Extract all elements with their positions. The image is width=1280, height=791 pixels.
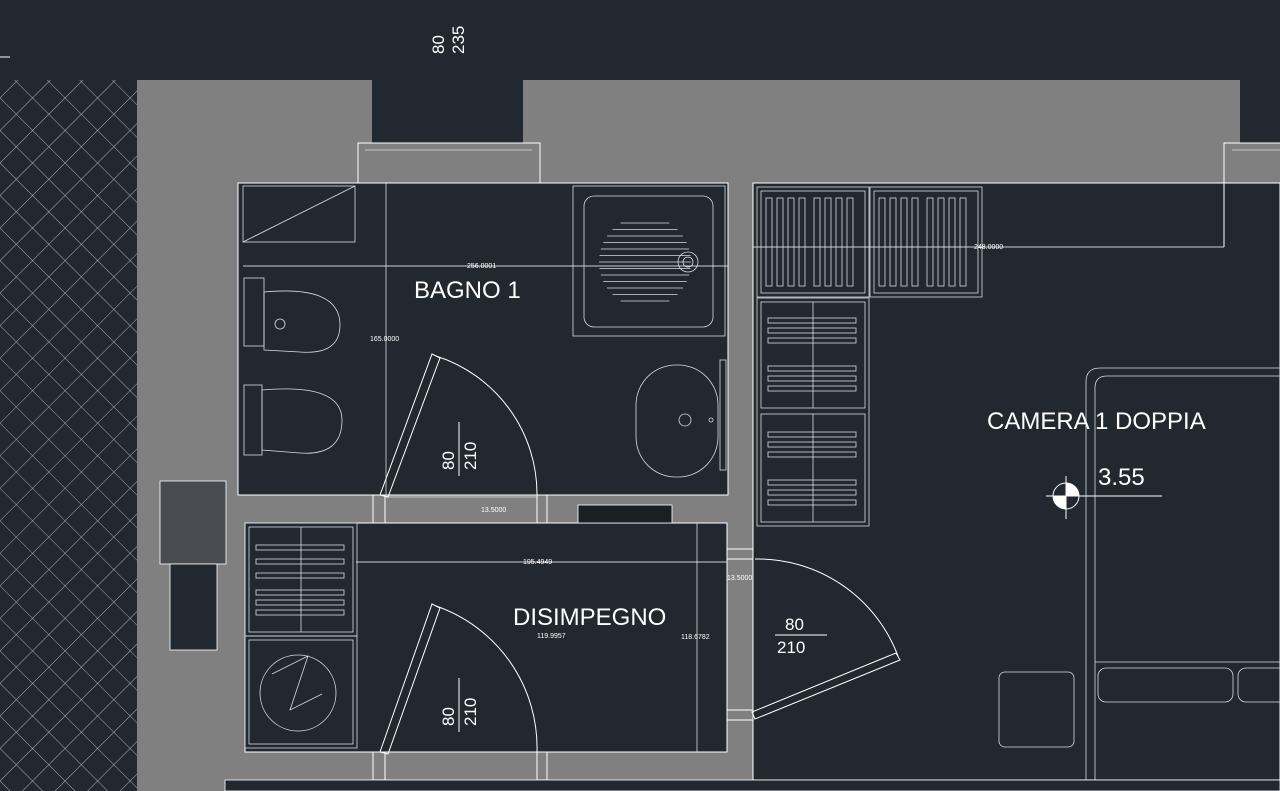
dim-disimpegno-left: 119.9957: [537, 633, 566, 640]
walls: [137, 75, 1280, 791]
hanger: [835, 197, 843, 287]
hanger: [255, 544, 345, 551]
hanger: [767, 479, 857, 486]
window-recess: [372, 75, 523, 143]
disimpegno-door-label: 80 210: [439, 678, 480, 732]
dim-bagno-depth: 165.0000: [370, 336, 399, 343]
hanger: [767, 375, 857, 382]
hanger: [767, 385, 857, 392]
dim-camera-width: 248.0000: [974, 244, 1003, 251]
disimpegno-room: [244, 504, 728, 753]
camera-door-width: 80: [785, 615, 804, 634]
hanger: [937, 197, 945, 287]
hanger: [767, 365, 857, 372]
bed-icon: [998, 367, 1280, 780]
hanger: [948, 197, 956, 287]
hanger: [255, 589, 345, 596]
dim-camera-door-gap: 13.5000: [727, 575, 752, 582]
shaft-block: [159, 480, 227, 565]
hanger: [926, 197, 934, 287]
hanger: [767, 451, 857, 458]
sliding-panel: [577, 504, 673, 524]
hatched-exterior-lower: [0, 80, 160, 791]
bidet-icon: [243, 277, 341, 353]
hanger: [255, 558, 345, 565]
hanger: [767, 489, 857, 496]
hanger: [255, 599, 345, 606]
window-recess-right: [1240, 75, 1280, 143]
room-label-disimpegno: DISIMPEGNO: [513, 604, 666, 631]
hanger: [798, 197, 806, 287]
hanger: [813, 197, 821, 287]
shaft-opening: [169, 563, 218, 651]
hanger: [776, 197, 784, 287]
hanger: [255, 572, 345, 579]
bagno-door-height: 210: [461, 442, 480, 470]
hanger: [767, 441, 857, 448]
dim-disimpegno-width: 195.4949: [523, 559, 552, 566]
disimpegno-door-width: 80: [439, 707, 458, 726]
hanger: [767, 337, 857, 344]
level-marker: [1046, 476, 1162, 519]
hanger: [824, 197, 832, 287]
hanger: [767, 317, 857, 324]
bottom-corridor: [224, 779, 1280, 791]
hanger: [787, 197, 795, 287]
toilet-icon: [243, 384, 343, 456]
window-top-label: 80 235: [429, 26, 468, 54]
hanger: [959, 197, 967, 287]
camera-door-height: 210: [777, 638, 805, 657]
disimpegno-door-height: 210: [461, 698, 480, 726]
dim-disimpegno-right: 118.6782: [681, 634, 710, 641]
bagno-room: [237, 142, 729, 496]
hanger: [846, 197, 854, 287]
wardrobe-top-1: [756, 186, 870, 298]
hanger: [889, 197, 897, 287]
washing-machine-icon: [244, 635, 358, 749]
dim-bagno-door-gap: 13.5000: [481, 507, 506, 514]
hanger: [767, 499, 857, 506]
bagno-door-label: 80 210: [439, 422, 480, 476]
window-width: 80: [429, 35, 448, 54]
window-height: 235: [449, 26, 468, 54]
hanger: [878, 197, 886, 287]
room-label-bagno: BAGNO 1: [414, 277, 521, 304]
hanger: [767, 327, 857, 334]
sink-icon: [635, 359, 727, 478]
hanger: [255, 609, 345, 616]
bagno-door: [372, 353, 548, 524]
dim-bagno-width: 256.0001: [467, 263, 496, 270]
hanger: [765, 197, 773, 287]
camera-door-label: 80 210: [775, 615, 827, 657]
hanger: [767, 431, 857, 438]
wardrobe-top-2: [869, 186, 983, 298]
room-label-camera: CAMERA 1 DOPPIA: [987, 408, 1206, 435]
hanger: [900, 197, 908, 287]
hanger: [911, 197, 919, 287]
level-value: 3.55: [1098, 464, 1145, 491]
shower-icon: [572, 185, 726, 337]
bagno-door-width: 80: [439, 451, 458, 470]
